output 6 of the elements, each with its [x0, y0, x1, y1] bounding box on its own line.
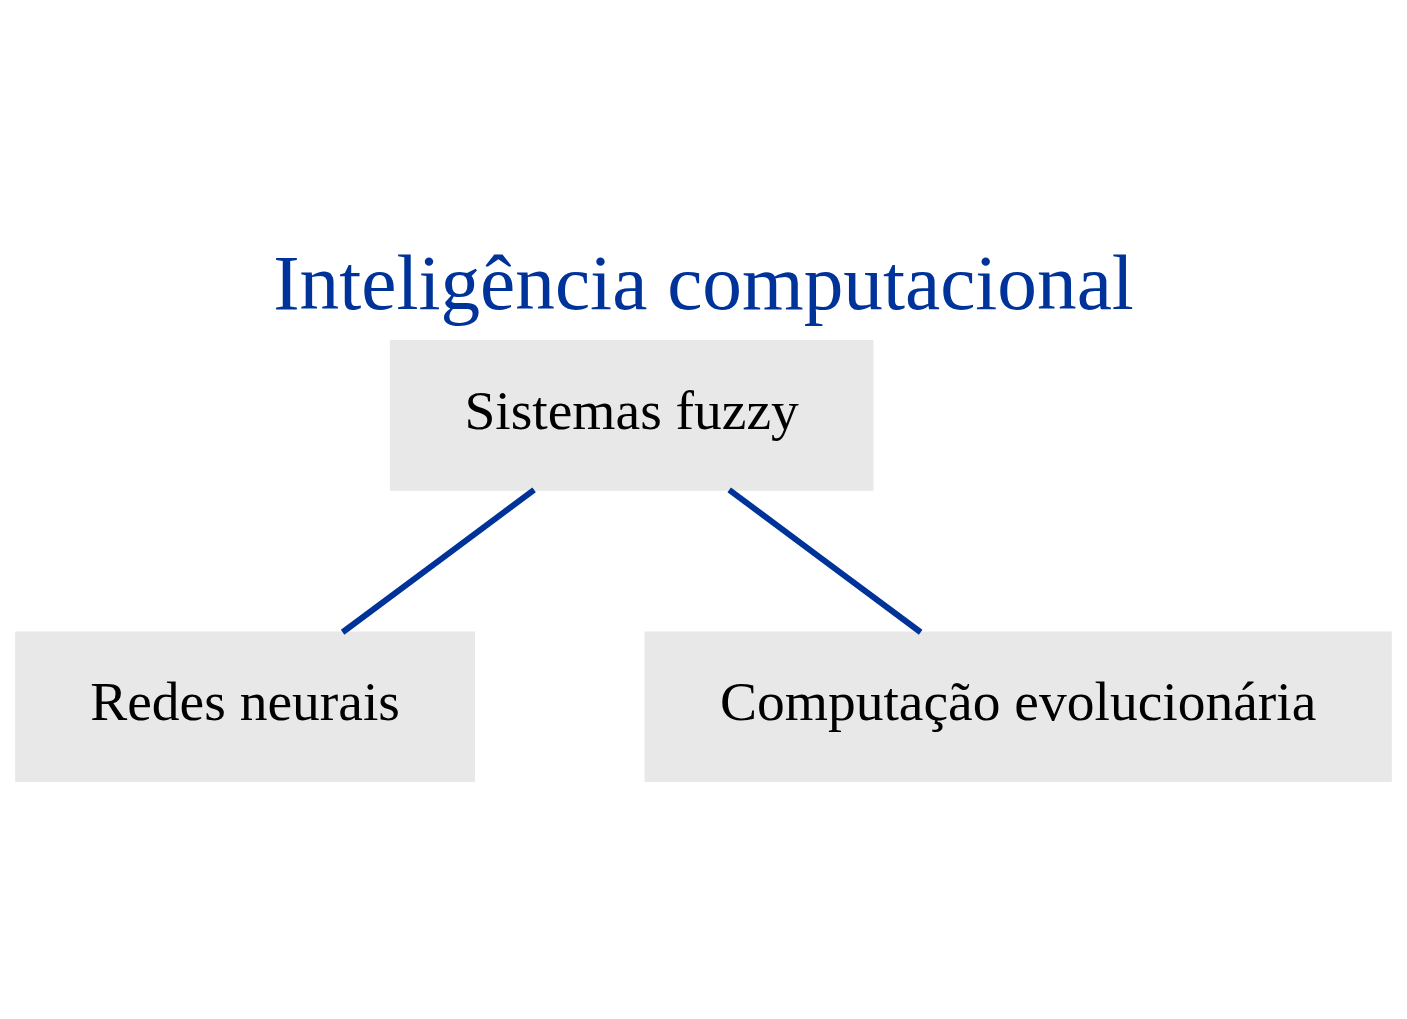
connector [727, 487, 923, 635]
connector [340, 487, 536, 635]
diagram-title: Inteligência computacional [273, 238, 1134, 327]
node-box: Redes neurais [15, 631, 476, 783]
node-box: Computação evolucionária [644, 631, 1392, 783]
node-box: Sistemas fuzzy [389, 340, 874, 491]
